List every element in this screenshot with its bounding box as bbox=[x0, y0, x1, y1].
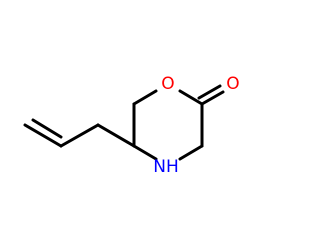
molecule-diagram: O O NH bbox=[23, 74, 240, 177]
carbonyl-oxygen-label: O bbox=[226, 74, 239, 94]
bond-c6-o1 bbox=[132, 89, 158, 106]
bond-n4-c5 bbox=[132, 144, 158, 161]
bond-carbonyl-2 bbox=[197, 84, 222, 100]
ring-oxygen-label: O bbox=[161, 74, 174, 94]
bond-c3-n4 bbox=[178, 144, 204, 161]
bond-o1-c2 bbox=[178, 89, 204, 106]
bond-c5-ch2 bbox=[96, 123, 136, 148]
ring-nitrogen-label: NH bbox=[153, 157, 179, 177]
bond-ch-ch-1 bbox=[23, 123, 63, 148]
bond-ch-ch-2 bbox=[31, 118, 63, 139]
structure-svg: O O NH bbox=[23, 74, 240, 177]
bond-ch2-ch bbox=[59, 123, 100, 148]
bond-carbonyl-1 bbox=[200, 90, 225, 106]
